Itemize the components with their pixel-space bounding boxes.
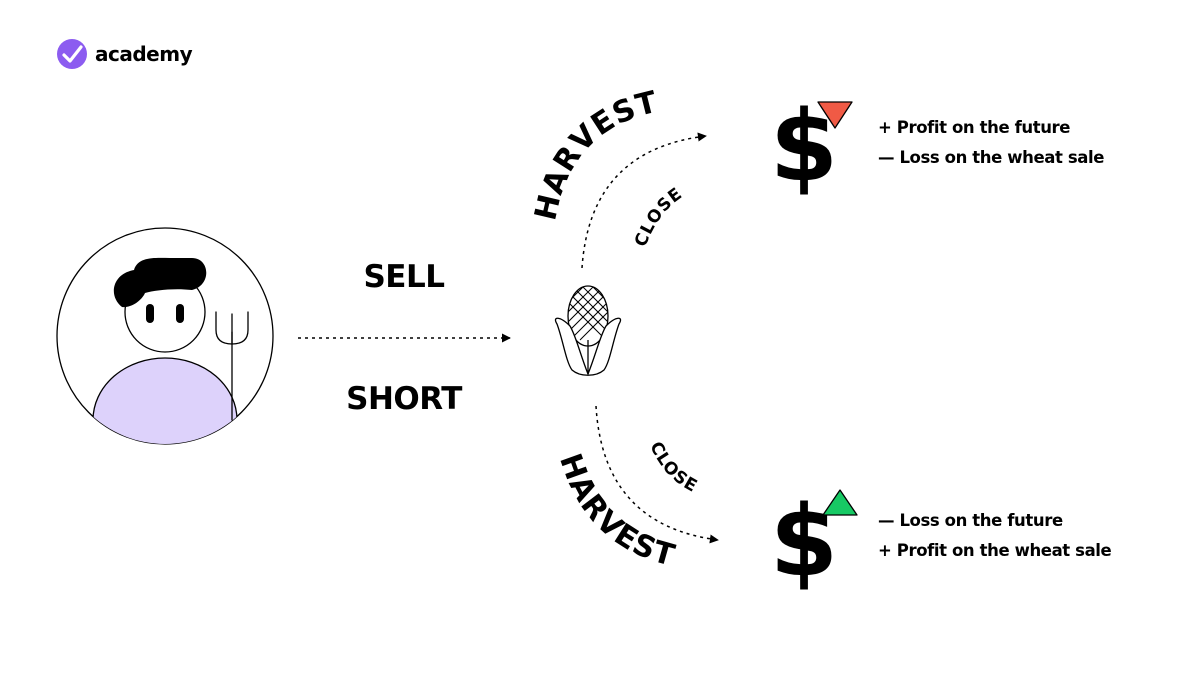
top-outcome-line-2: — Loss on the wheat sale [878,148,1104,167]
top-close-label: CLOSE [631,184,686,250]
bottom-outcome-line-2: + Profit on the wheat sale [878,541,1112,560]
bottom-branch-arrow [595,405,719,544]
farmer-hair [113,257,207,308]
top-outcome-line-1: + Profit on the future [878,118,1070,137]
top-branch-arrow [581,132,707,269]
checkmark-badge-icon [57,39,87,69]
farmer-avatar-icon [56,227,274,445]
bottom-outcome-line-1: — Loss on the future [878,511,1063,530]
bottom-close-label: CLOSE [645,439,701,497]
farmer-eye-left [146,304,154,323]
top-outcome: $ + Profit on the future — Loss on the w… [770,90,1105,204]
farmer-shirt [92,357,238,444]
triangle-up-icon [822,489,858,516]
bottom-outcome: $ — Loss on the future + Profit on the w… [770,485,1112,599]
farmer-eye-right [176,304,184,323]
short-label: SHORT [346,381,462,417]
top-harvest-label: HARVEST [528,85,661,224]
corn-icon [554,285,622,376]
pitchfork-icon [215,311,249,421]
bottom-dollar-icon: $ [770,485,838,599]
bottom-harvest-label: HARVEST [552,449,679,574]
triangle-down-icon [817,101,853,129]
sell-label: SELL [363,259,444,295]
brand-name: academy [95,42,193,66]
brand-logo[interactable]: academy [57,39,193,69]
